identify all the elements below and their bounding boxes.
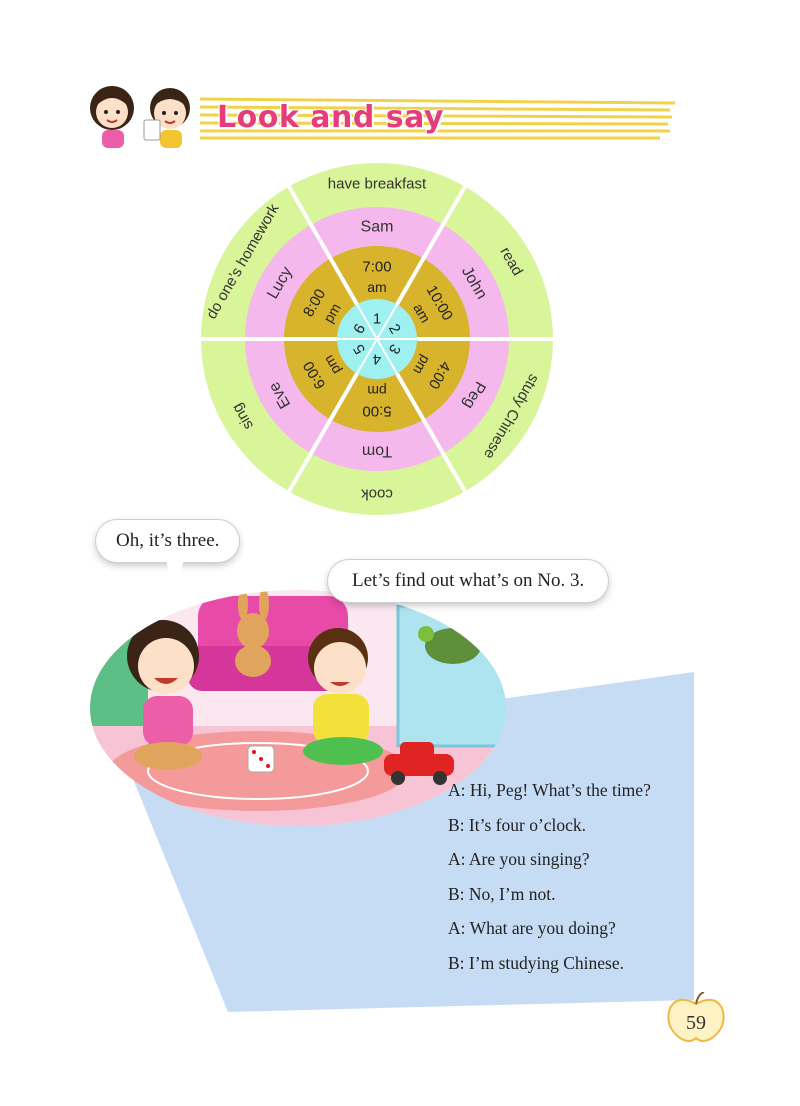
dialogue-line: A: Are you singing? xyxy=(448,849,708,884)
speaker-label: B: xyxy=(448,814,465,835)
toy-car-icon xyxy=(384,742,454,785)
dice-icon xyxy=(247,745,275,773)
dialogue-text: What are you doing? xyxy=(469,918,616,938)
scene-illustration xyxy=(90,590,506,826)
apple-icon xyxy=(667,992,725,1042)
dialogue-text: It’s four o’clock. xyxy=(468,814,587,835)
boy-head-icon xyxy=(143,88,190,148)
activity-wheel: 1 2 3 4 5 6 7:00 10:00 4:00 5:00 6:00 8:… xyxy=(199,163,555,515)
teddy-bunny-icon xyxy=(235,590,271,677)
wheel-time: 5:00 xyxy=(362,403,391,420)
girl-speech-bubble: Oh, it’s three. xyxy=(96,520,240,562)
aquarium-icon xyxy=(396,604,506,748)
dialogue-text: Are you singing? xyxy=(468,849,590,869)
dialogue-text: Hi, Peg! What’s the time? xyxy=(469,780,651,800)
wheel-period: am xyxy=(367,279,386,295)
dialogue-block: A: Hi, Peg! What’s the time? B: It’s fou… xyxy=(448,780,708,987)
speaker-label: A: xyxy=(448,780,466,800)
wheel-divider xyxy=(395,372,468,495)
speaker-label: B: xyxy=(448,883,465,904)
wheel-period: pm xyxy=(367,383,386,399)
kids-header-illustration xyxy=(90,86,190,148)
wheel-dividers xyxy=(199,183,555,495)
hub-spoke xyxy=(376,303,398,340)
wheel-name: Tom xyxy=(362,443,392,460)
hub-spoke xyxy=(376,338,398,375)
boy-figure xyxy=(303,628,383,765)
wheel-divider xyxy=(286,372,359,495)
girl-bubble-tail xyxy=(166,560,184,594)
girl-speech-text: Oh, it’s three. xyxy=(116,530,220,551)
wheel-divider xyxy=(395,183,468,306)
speaker-label: A: xyxy=(448,849,466,869)
page-number: 59 xyxy=(686,1012,706,1034)
dialogue-line: A: Hi, Peg! What’s the time? xyxy=(448,780,708,815)
dialogue-line: A: What are you doing? xyxy=(448,918,708,953)
boy-speech-text: Let’s find out what’s on No. 3. xyxy=(352,570,585,591)
wheel-name: Sam xyxy=(361,219,394,236)
wheel-activity: have breakfast xyxy=(328,176,427,193)
speaker-label: A: xyxy=(448,918,466,938)
speaker-label: B: xyxy=(448,952,465,973)
hub-spoke xyxy=(356,303,378,340)
wheel-activity: cook xyxy=(361,486,393,503)
dialogue-line: B: It’s four o’clock. xyxy=(448,815,708,850)
wheel-number: 1 xyxy=(373,311,381,328)
girl-figure xyxy=(127,620,202,770)
dialogue-text: No, I’m not. xyxy=(468,883,556,904)
page-title: Look and say xyxy=(217,100,444,135)
dialogue-text: I’m studying Chinese. xyxy=(468,952,624,973)
hub-spoke xyxy=(356,338,378,375)
girl-head-icon xyxy=(90,86,134,148)
dialogue-line: B: I’m studying Chinese. xyxy=(448,953,708,988)
wheel-number: 4 xyxy=(373,351,381,368)
dialogue-line: B: No, I’m not. xyxy=(448,884,708,919)
boy-speech-bubble: Let’s find out what’s on No. 3. xyxy=(328,560,609,602)
wheel-time: 7:00 xyxy=(362,259,391,276)
title-stripes xyxy=(200,97,675,140)
wheel-divider xyxy=(286,183,359,306)
